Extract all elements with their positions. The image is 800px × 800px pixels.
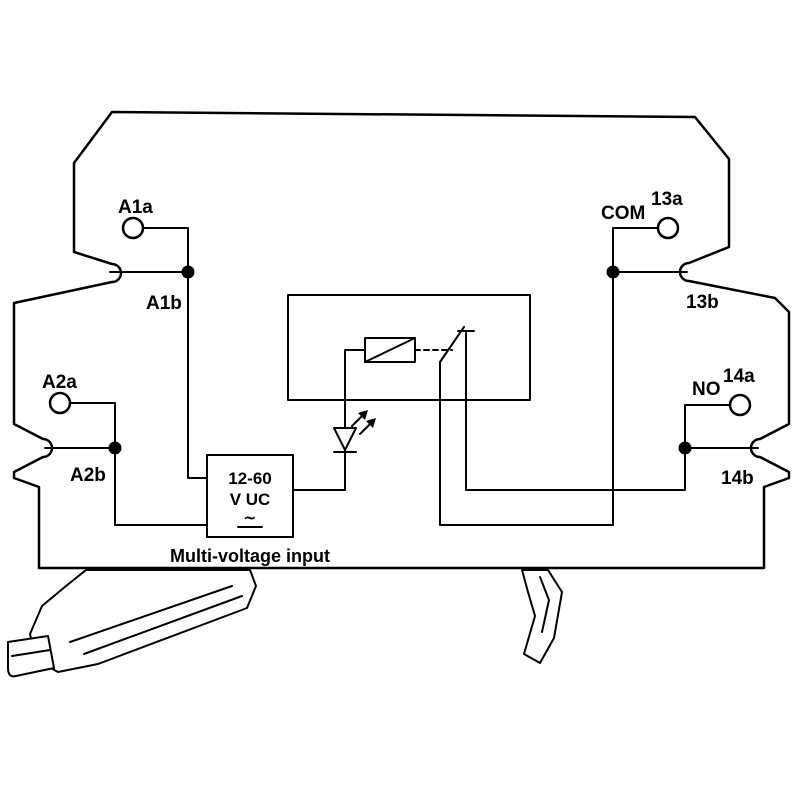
terminal-label-13b: 13b — [686, 292, 719, 313]
terminal-label-com: COM — [601, 203, 645, 224]
ac-dc-symbol: ∼ — [243, 510, 256, 527]
led-diode-symbol — [333, 427, 357, 451]
power-box-voltage-range: 12-60 — [228, 469, 271, 488]
terminal-label-a1a: A1a — [118, 197, 153, 218]
contact-blade — [439, 326, 465, 363]
terminal-label-14b: 14b — [721, 468, 754, 489]
terminal-label-a2a: A2a — [42, 372, 77, 393]
wire-a2a — [69, 402, 116, 449]
wire-14a — [684, 404, 731, 449]
terminal-circle-a1a — [121, 216, 145, 240]
wire-com-to-contact — [439, 271, 614, 526]
multi-voltage-caption: Multi-voltage input — [170, 546, 330, 566]
din-rail-clip — [29, 569, 257, 673]
din-rail-hook — [521, 569, 563, 664]
wire-a1a — [142, 227, 189, 273]
wire-13a — [612, 227, 659, 273]
din-rail-clip-lamination — [69, 585, 243, 655]
led-arrowhead — [366, 418, 376, 428]
din-rail-pad-line — [11, 649, 51, 657]
wire-a2-to-power-box — [114, 447, 208, 526]
terminal-circle-14a — [728, 393, 752, 417]
din-rail-hook-line — [539, 576, 550, 633]
relay-coil-diagonal — [364, 337, 416, 363]
wire-a1-to-power-box — [187, 271, 208, 479]
junction-dot-a2b — [108, 441, 122, 455]
power-box-voltage-type: V UC — [230, 490, 271, 509]
led-arrowhead — [358, 410, 368, 420]
terminal-circle-a2a — [48, 391, 72, 415]
junction-dot-13b — [606, 265, 620, 279]
power-supply-box — [206, 454, 294, 538]
terminal-label-13a: 13a — [651, 189, 683, 210]
terminal-label-a2b: A2b — [70, 465, 106, 486]
terminal-circle-13a — [656, 216, 680, 240]
terminal-label-14a: 14a — [723, 366, 755, 387]
din-rail-pad — [7, 635, 55, 678]
terminal-label-a1b: A1b — [146, 293, 182, 314]
wire-no-to-contact — [465, 332, 686, 491]
junction-dot-a1b — [181, 265, 195, 279]
junction-dot-14b — [678, 441, 692, 455]
terminal-label-no: NO — [692, 379, 721, 400]
